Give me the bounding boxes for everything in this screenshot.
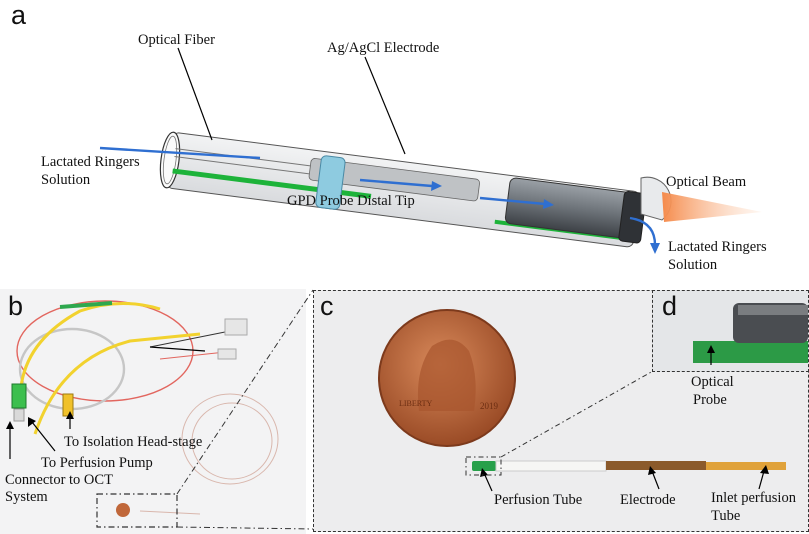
probe-schematic bbox=[99, 47, 762, 254]
coin-liberty: LIBERTY bbox=[399, 399, 433, 408]
label-inlet-2: Tube bbox=[711, 508, 741, 524]
panel-c-letter: c bbox=[320, 291, 334, 321]
coin-year: 2019 bbox=[480, 401, 499, 411]
label-perfusion-pump: To Perfusion Pump bbox=[41, 455, 153, 471]
label-optical-beam: Optical Beam bbox=[666, 174, 747, 190]
label-connector-1: Connector to OCT bbox=[5, 472, 113, 488]
label-lrs-in-1: Lactated Ringers bbox=[41, 154, 140, 170]
penny-probe-photo: LIBERTY 2019 bbox=[378, 309, 786, 492]
flow-arrows bbox=[99, 146, 660, 254]
label-lrs-out-1: Lactated Ringers bbox=[668, 239, 767, 255]
blue-ring bbox=[315, 155, 346, 210]
label-electrode: Electrode bbox=[620, 492, 676, 508]
label-inlet-1: Inlet perfusion bbox=[711, 490, 796, 506]
label-optical-fiber: Optical Fiber bbox=[138, 32, 215, 48]
panel-d-letter: d bbox=[662, 291, 678, 321]
label-agagcl-electrode: Ag/AgCl Electrode bbox=[327, 40, 440, 56]
probe-tube bbox=[159, 131, 647, 248]
label-distal-tip: GPD Probe Distal Tip bbox=[287, 193, 415, 209]
label-optical-probe-1: Optical bbox=[691, 374, 734, 390]
panel-b-letter: b bbox=[8, 291, 24, 321]
label-isolation: To Isolation Head-stage bbox=[64, 434, 203, 450]
label-lrs-in-2: Solution bbox=[41, 172, 91, 188]
zoomed-probe-photo bbox=[693, 303, 808, 365]
label-perfusion-tube: Perfusion Tube bbox=[494, 492, 583, 508]
label-optical-probe-2: Probe bbox=[693, 392, 727, 408]
tiny-penny bbox=[116, 503, 130, 517]
panel-d-photo bbox=[652, 290, 809, 372]
label-lrs-out-2: Solution bbox=[668, 257, 718, 273]
optical-beam bbox=[662, 192, 762, 222]
label-connector-2: System bbox=[5, 489, 48, 505]
panel-a-letter: a bbox=[11, 0, 27, 30]
